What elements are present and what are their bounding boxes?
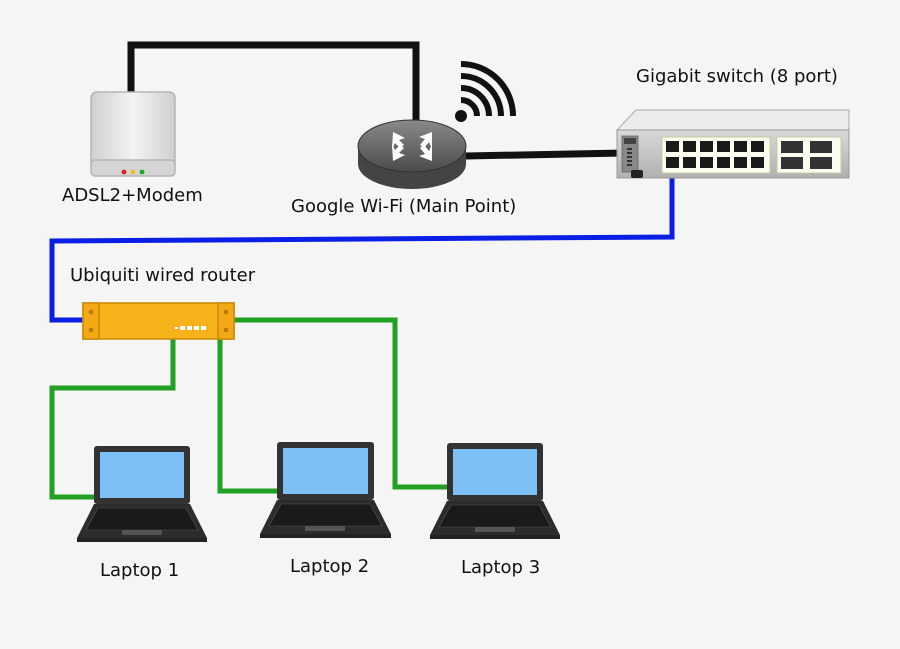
cable-router-to-laptop1 [49, 338, 176, 500]
laptop-2-device [260, 442, 391, 538]
modem-label: ADSL2+Modem [62, 185, 203, 206]
gigabit-switch-device [615, 109, 850, 179]
wifi-router-label: Google Wi-Fi (Main Point) [291, 196, 517, 217]
cable-router-to-laptop3 [232, 317, 447, 490]
laptop-1-label: Laptop 1 [100, 560, 180, 581]
cable-wifi-to-switch [465, 149, 625, 160]
laptop-3-label: Laptop 3 [461, 557, 541, 578]
cable-modem-to-wifi [127, 41, 420, 125]
wifi-signal-icon [455, 61, 516, 122]
router-label: Ubiquiti wired router [70, 265, 256, 286]
laptop-3-device [430, 443, 560, 539]
laptop-1-device [77, 446, 207, 542]
cable-switch-to-router [49, 164, 675, 323]
ubiquiti-router-device [82, 302, 235, 340]
switch-label: Gigabit switch (8 port) [636, 66, 838, 87]
laptop-2-label: Laptop 2 [290, 556, 370, 577]
cable-router-to-laptop2 [217, 338, 277, 494]
modem-device [90, 91, 176, 177]
wifi-router-device [357, 119, 467, 189]
